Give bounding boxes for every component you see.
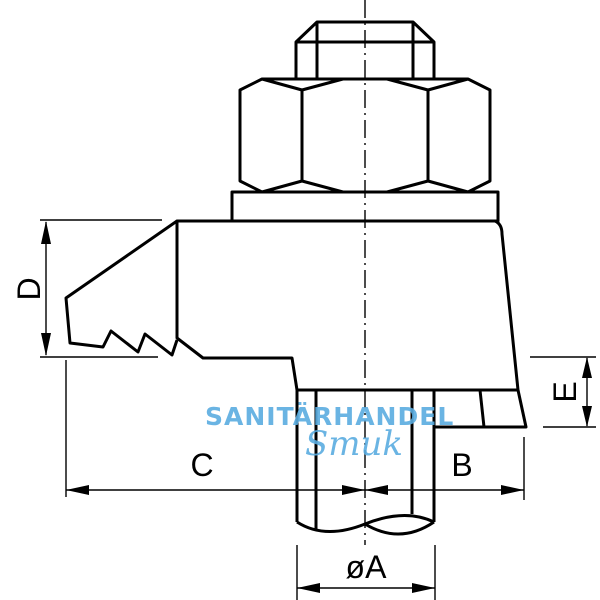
watermark-line1: SANITÄRHANDEL xyxy=(205,401,454,431)
dimension-e: E xyxy=(530,356,596,428)
dimension-a: øA xyxy=(296,545,436,600)
label-a: øA xyxy=(346,549,388,585)
label-d: D xyxy=(11,277,47,300)
clamp-body xyxy=(64,219,520,392)
label-e: E xyxy=(547,381,583,402)
label-b: B xyxy=(451,447,472,483)
label-c: C xyxy=(190,447,213,483)
dimension-d: D xyxy=(11,219,162,358)
watermark-logo: SANITÄRHANDEL Smuk xyxy=(205,401,454,464)
shaft xyxy=(295,390,436,536)
cap-nut-top xyxy=(294,20,436,79)
watermark-line2: Smuk xyxy=(305,424,403,464)
dimension-c-b: C B xyxy=(65,360,525,500)
